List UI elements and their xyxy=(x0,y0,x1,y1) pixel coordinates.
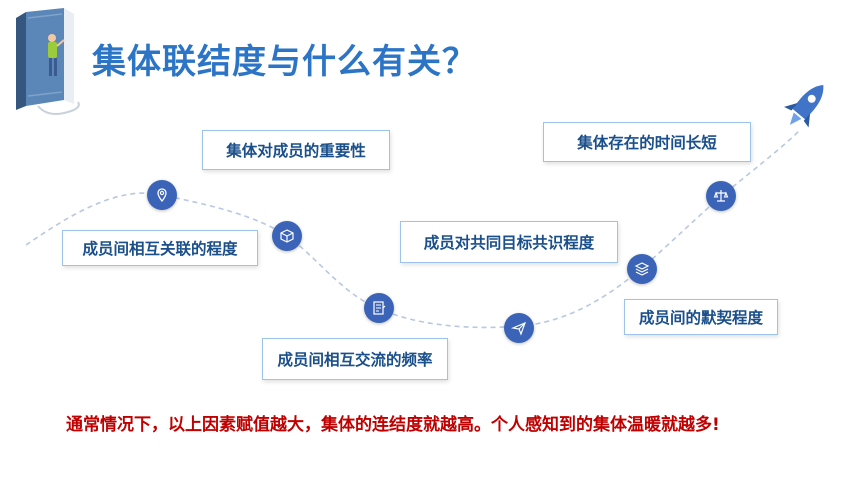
rocket-icon xyxy=(778,76,830,140)
label-tacit: 成员间的默契程度 xyxy=(624,299,778,335)
page-title: 集体联结度与什么有关？ xyxy=(92,42,477,82)
location-pin-icon xyxy=(147,180,177,210)
paper-plane-icon xyxy=(504,313,534,343)
label-importance: 集体对成员的重要性 xyxy=(202,130,390,170)
layers-icon xyxy=(627,254,657,284)
label-time: 集体存在的时间长短 xyxy=(543,122,751,162)
label-frequency: 成员间相互交流的频率 xyxy=(262,338,448,380)
conclusion-note: 通常情况下，以上因素赋值越大，集体的连结度就越高。个人感知到的集体温暖就越多! xyxy=(66,415,720,435)
cube-icon xyxy=(272,221,302,251)
document-edit-icon xyxy=(364,293,394,323)
label-relation: 成员间相互关联的程度 xyxy=(62,230,258,266)
label-goal: 成员对共同目标共识程度 xyxy=(400,221,618,263)
book-icon xyxy=(8,6,88,118)
balance-scale-icon xyxy=(706,181,736,211)
